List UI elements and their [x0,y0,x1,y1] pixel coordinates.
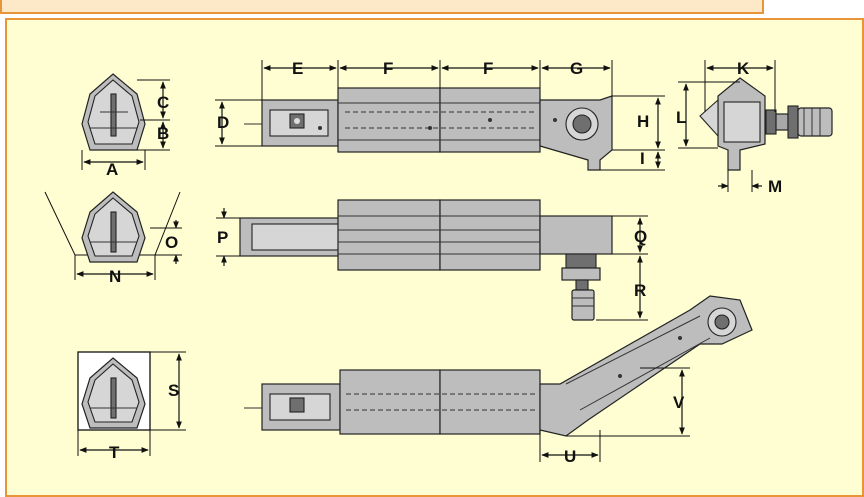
dim-label-e: E [292,59,303,78]
dim-label-l: L [676,108,686,127]
dim-label-n: N [109,267,121,286]
dim-label-r: R [634,281,646,300]
dim-label-a: A [106,160,118,179]
dim-label-m: M [768,177,782,196]
dim-label-s: S [168,381,179,400]
inclined-elevation [244,295,753,462]
dim-label-p: P [217,228,228,247]
dim-label-v: V [673,393,685,412]
end-view-drive [678,60,833,192]
dim-label-c: C [157,93,169,112]
cross-section-hopper [44,191,182,280]
dim-label-b: B [157,124,169,143]
cross-section-basic [81,73,170,170]
dim-label-q: Q [634,227,647,246]
dim-label-g: G [570,59,583,78]
dim-label-u: U [564,447,576,466]
dim-label-k: K [737,59,750,78]
cross-section-enclosed [77,351,186,456]
dim-label-f-second: F [483,59,493,78]
dim-label-t: T [109,443,120,462]
plan-view [216,199,648,321]
top-bar [0,0,764,14]
dim-label-f-first: F [383,59,393,78]
dim-label-i: I [640,149,645,168]
side-elevation [215,60,665,171]
dim-label-d: D [217,113,229,132]
dim-label-h: H [637,112,649,131]
dim-label-o: O [165,233,178,252]
